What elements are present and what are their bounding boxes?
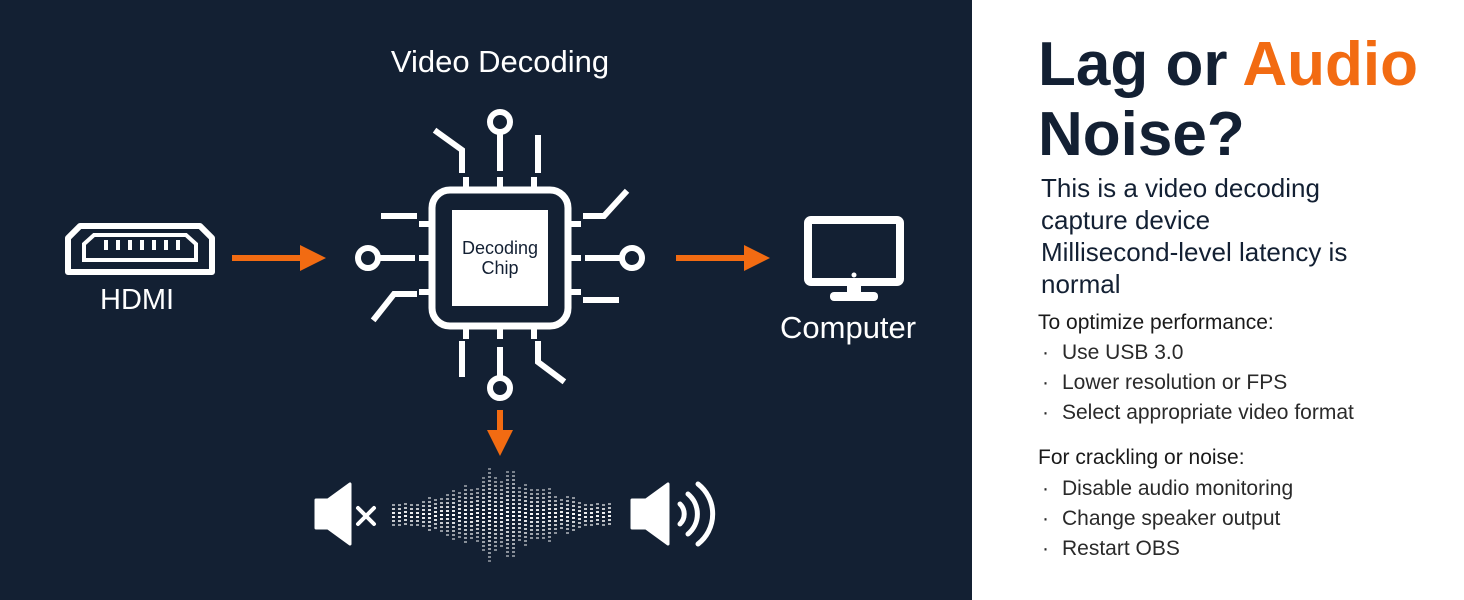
hdmi-label: HDMI	[100, 284, 175, 316]
decoding-diagram	[65, 109, 904, 562]
hdmi-port-icon	[65, 223, 215, 275]
headline-accent: Audio	[1242, 30, 1419, 99]
list-item: · Lower resolution or FPS	[1042, 368, 1354, 398]
computer-monitor-icon	[804, 216, 904, 301]
list-item: · Restart OBS	[1042, 534, 1293, 564]
subhead-line: This is a video decoding	[1041, 173, 1320, 203]
list-item-text: Disable audio monitoring	[1062, 477, 1294, 500]
bullet-icon: ·	[1042, 477, 1049, 500]
list-item: · Disable audio monitoring	[1042, 474, 1293, 504]
headline-part1: Lag or	[1038, 30, 1243, 99]
bullet-icon: ·	[1042, 537, 1049, 560]
list-item-text: Restart OBS	[1062, 537, 1180, 560]
subhead-line: Millisecond-level latency is	[1041, 237, 1348, 267]
bullet-icon: ·	[1042, 401, 1049, 424]
chip-label: Decoding Chip	[452, 210, 548, 306]
noise-tips-list: · Disable audio monitoring · Change speake…	[1042, 474, 1293, 564]
arrow-chip-to-computer	[676, 245, 770, 271]
speaker-volume-icon	[630, 481, 716, 547]
computer-label: Computer	[780, 310, 917, 345]
speaker-muted-icon	[314, 482, 376, 546]
chip-label-line2: Chip	[481, 258, 519, 278]
list-item: · Change speaker output	[1042, 504, 1293, 534]
chip-label-line1: Decoding	[461, 238, 539, 258]
performance-tips-list: · Use USB 3.0 · Lower resolution or FPS · S…	[1042, 338, 1354, 428]
arrow-chip-to-audio	[487, 410, 513, 456]
bullet-icon: ·	[1042, 507, 1049, 530]
headline-part2: Noise?	[1038, 100, 1245, 169]
section-title-performance: To optimize performance:	[1038, 311, 1274, 334]
bullet-icon: ·	[1042, 371, 1049, 394]
sound-wave-icon	[392, 468, 611, 562]
list-item: · Select appropriate video format	[1042, 398, 1354, 428]
bullet-icon: ·	[1042, 341, 1049, 364]
list-item-text: Change speaker output	[1062, 507, 1281, 530]
diagram-panel: Video Decoding HDMI Computer Decoding Ch…	[0, 0, 972, 600]
list-item-text: Use USB 3.0	[1062, 341, 1184, 364]
subhead: This is a video decoding capture device …	[1041, 172, 1451, 300]
arrow-hdmi-to-chip	[232, 245, 326, 271]
chip-icon	[355, 109, 645, 401]
section-title-noise: For crackling or noise:	[1038, 446, 1245, 469]
subhead-line: normal	[1041, 269, 1121, 299]
diagram-title: Video Decoding	[390, 44, 610, 79]
subhead-line: capture device	[1041, 205, 1211, 235]
list-item-text: Lower resolution or FPS	[1062, 371, 1288, 394]
info-panel	[972, 0, 1464, 600]
list-item-text: Select appropriate video format	[1062, 401, 1354, 424]
list-item: · Use USB 3.0	[1042, 338, 1354, 368]
